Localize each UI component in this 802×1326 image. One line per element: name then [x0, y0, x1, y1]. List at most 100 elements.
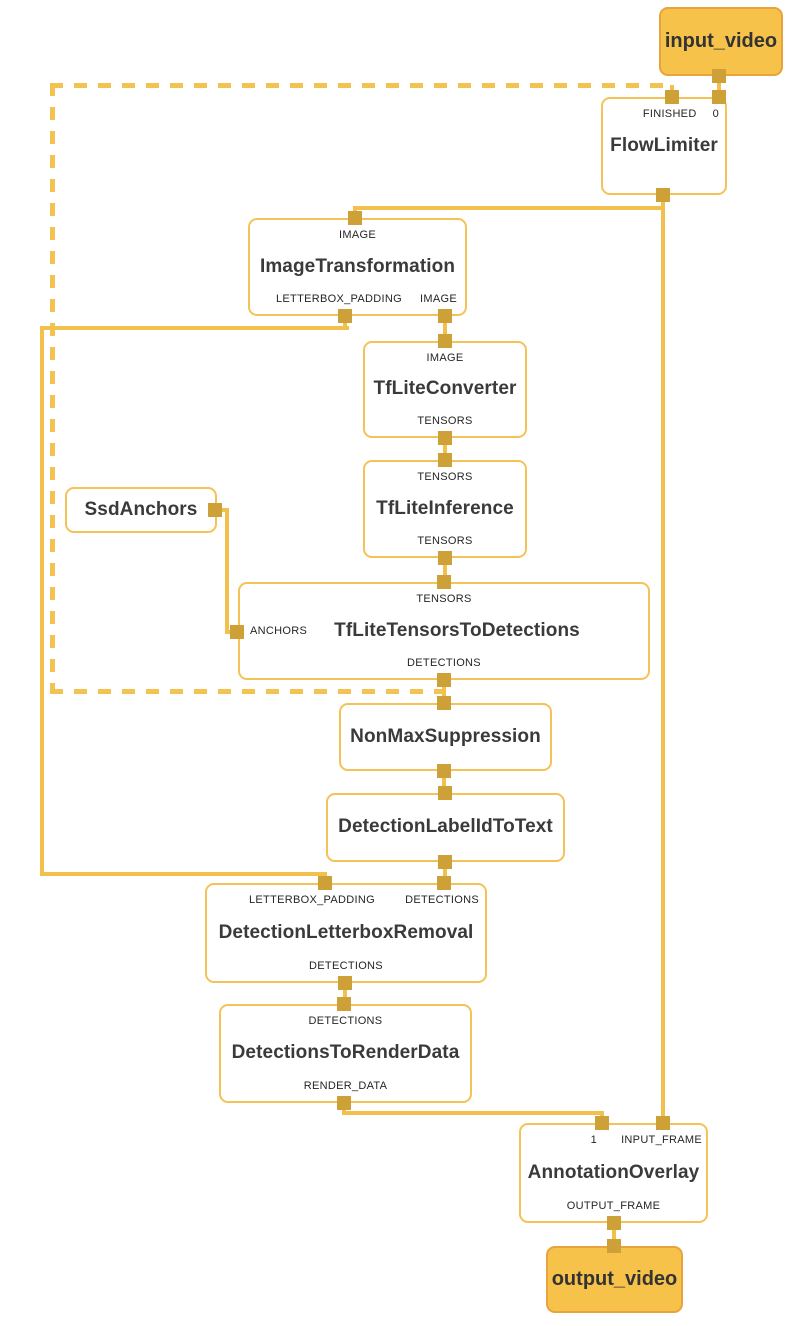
node-tflitetensorstodetections[interactable]: ANCHORS TENSORS TfLiteTensorsToDetection…: [238, 582, 650, 680]
edge-segment: [443, 316, 447, 343]
edge-segment: [442, 771, 446, 795]
node-title: output_video: [551, 1268, 678, 1290]
dashed-edge-left: [50, 83, 55, 692]
node-annotationoverlay[interactable]: 1 INPUT_FRAME AnnotationOverlay OUTPUT_F…: [519, 1123, 708, 1223]
edge-segment: [342, 1111, 604, 1115]
port: [208, 503, 222, 517]
port: [437, 764, 451, 778]
node-tfliteinference[interactable]: TENSORS TfLiteInference TENSORS: [363, 460, 527, 558]
port: [607, 1216, 621, 1230]
node-title: DetectionLetterboxRemoval: [218, 921, 474, 943]
port-label-tensors: TENSORS: [417, 415, 473, 428]
output-port-labels: TENSORS: [365, 534, 525, 549]
node-title: FlowLimiter: [610, 134, 718, 156]
port-label-detections: DETECTIONS: [405, 893, 479, 906]
port: [712, 69, 726, 83]
edge-segment: [343, 983, 347, 1006]
edge-segment: [443, 862, 447, 885]
output-port-labels: TENSORS: [365, 414, 525, 429]
edge-segment: [40, 326, 349, 330]
node-output-video[interactable]: output_video: [546, 1246, 683, 1313]
node-ssdanchors[interactable]: SsdAnchors: [65, 487, 217, 533]
edge-segment: [612, 1223, 616, 1248]
node-flowlimiter[interactable]: FINISHED 0 FlowLimiter: [601, 97, 727, 195]
output-port-labels: OUTPUT_FRAME: [521, 1199, 706, 1214]
input-port-labels: DETECTIONS: [221, 1013, 470, 1028]
port: [437, 696, 451, 710]
port-label-letterbox-padding: LETTERBOX_PADDING: [249, 893, 375, 906]
port-label-input-frame: INPUT_FRAME: [621, 1133, 702, 1146]
port-label-detections: DETECTIONS: [309, 960, 383, 973]
node-title: TfLiteConverter: [373, 378, 517, 400]
input-port-labels: 1 INPUT_FRAME: [521, 1132, 706, 1147]
node-title: DetectionLabelIdToText: [338, 816, 553, 838]
dashed-edge-bottom: [50, 689, 444, 694]
input-port-labels: TENSORS: [365, 469, 525, 484]
input-port-labels: TENSORS: [240, 591, 648, 606]
node-title: SsdAnchors: [84, 498, 198, 520]
port-label-image: IMAGE: [339, 228, 376, 241]
edge-segment: [40, 326, 44, 876]
port-label-0: 0: [712, 107, 719, 120]
node-title: TfLiteInference: [376, 497, 514, 519]
port-label-image: IMAGE: [420, 293, 457, 306]
node-detectionletterboxremoval[interactable]: LETTERBOX_PADDING DETECTIONS DetectionLe…: [205, 883, 487, 983]
output-port-labels: DETECTIONS: [240, 656, 648, 671]
node-nonmaxsuppression[interactable]: NonMaxSuppression: [339, 703, 552, 771]
input-port-labels: FINISHED 0: [603, 106, 725, 121]
port-label-anchors: ANCHORS: [250, 625, 308, 637]
output-port-labels: LETTERBOX_PADDING IMAGE: [250, 292, 465, 307]
edge-segment: [40, 872, 327, 876]
node-title: input_video: [664, 30, 778, 52]
port: [712, 90, 726, 104]
port: [665, 90, 679, 104]
port-label-1: 1: [590, 1133, 598, 1146]
port: [595, 1116, 609, 1130]
port-label-letterbox-padding: LETTERBOX_PADDING: [276, 293, 402, 306]
port: [337, 1096, 351, 1110]
port: [338, 976, 352, 990]
edge-segment: [353, 206, 665, 210]
port: [318, 876, 332, 890]
port: [437, 876, 451, 890]
port-label-detections: DETECTIONS: [308, 1014, 383, 1027]
port-label-tensors: TENSORS: [417, 535, 473, 548]
edge-segment: [343, 316, 347, 330]
node-title: DetectionsToRenderData: [231, 1042, 460, 1064]
node-title: NonMaxSuppression: [350, 725, 541, 747]
edge-segment: [443, 438, 447, 462]
input-port-labels: LETTERBOX_PADDING DETECTIONS: [207, 892, 485, 907]
output-port-labels: RENDER_DATA: [221, 1079, 470, 1094]
port: [656, 1116, 670, 1130]
edge-segment: [661, 195, 665, 1125]
port-label-detections: DETECTIONS: [407, 657, 481, 670]
port: [230, 625, 244, 639]
port: [656, 188, 670, 202]
port: [438, 855, 452, 869]
node-title: ImageTransformation: [259, 255, 456, 277]
node-detectionstorenderdata[interactable]: DETECTIONS DetectionsToRenderData RENDER…: [219, 1004, 472, 1103]
input-port-labels: IMAGE: [365, 350, 525, 365]
edge-segment: [717, 76, 721, 100]
port: [438, 334, 452, 348]
dashed-edge-top: [50, 83, 672, 88]
port: [337, 997, 351, 1011]
port: [438, 453, 452, 467]
port: [607, 1239, 621, 1253]
node-imagetransformation[interactable]: IMAGE ImageTransformation LETTERBOX_PADD…: [248, 218, 467, 316]
port-label-image: IMAGE: [426, 351, 464, 364]
port-label-finished: FINISHED: [642, 107, 697, 120]
node-tfliteconverter[interactable]: IMAGE TfLiteConverter TENSORS: [363, 341, 527, 438]
node-detectionlabelidtotext[interactable]: DetectionLabelIdToText: [326, 793, 565, 862]
port: [437, 575, 451, 589]
port: [438, 551, 452, 565]
port-label-output-frame: OUTPUT_FRAME: [566, 1200, 661, 1213]
output-port-labels: DETECTIONS: [207, 959, 485, 974]
edge-segment: [225, 508, 229, 634]
port-label-tensors: TENSORS: [416, 592, 472, 605]
node-title: TfLiteTensorsToDetections: [334, 619, 580, 641]
node-title: AnnotationOverlay: [527, 1161, 700, 1183]
node-input-video[interactable]: input_video: [659, 7, 783, 76]
port: [338, 309, 352, 323]
